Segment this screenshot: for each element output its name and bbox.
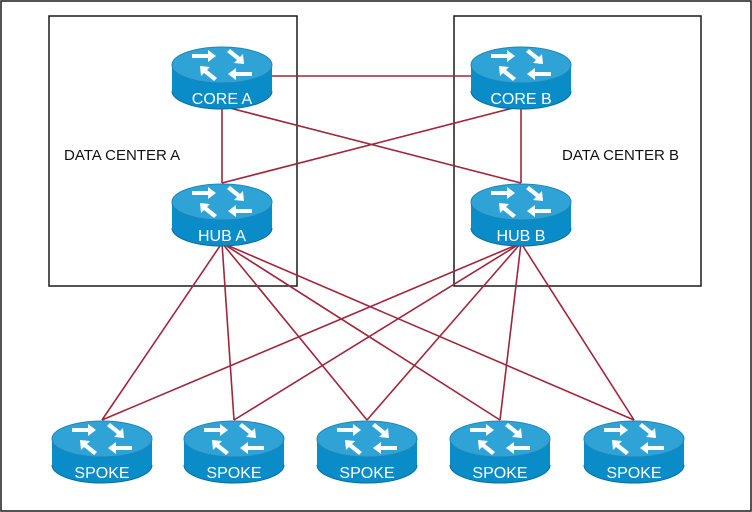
router-spoke-3: SPOKE [316, 420, 418, 484]
node-label-core-a: CORE A [192, 91, 253, 108]
links-layer [101, 75, 635, 421]
router-spoke-5: SPOKE [583, 420, 685, 484]
router-hub-a: HUB A [171, 183, 273, 247]
link-hub_b-spoke_2 [233, 242, 522, 421]
link-core_b-hub_a [221, 105, 522, 184]
link-hub_b-spoke_3 [366, 242, 522, 421]
node-label-hub-a: HUB A [198, 228, 246, 245]
router-core-a: CORE A [171, 46, 273, 110]
datacenter-b-label: DATA CENTER B [562, 147, 679, 164]
nodes-layer: CORE A CORE B HUB A HUB B SPOKE SPOKE SPOKE SPO… [51, 46, 685, 484]
router-spoke-2: SPOKE [183, 420, 285, 484]
link-hub_b-spoke_1 [101, 242, 522, 421]
node-label-core-b: CORE B [490, 91, 551, 108]
router-spoke-4: SPOKE [449, 420, 551, 484]
link-hub_a-spoke_5 [221, 242, 635, 421]
node-label-spoke-3: SPOKE [339, 465, 394, 482]
router-spoke-1: SPOKE [51, 420, 153, 484]
datacenter-b-box [453, 15, 702, 287]
link-hub_a-spoke_4 [221, 242, 501, 421]
node-label-spoke-1: SPOKE [74, 465, 129, 482]
link-hub_a-spoke_1 [101, 242, 223, 421]
link-hub_b-spoke_5 [520, 242, 635, 421]
router-hub-b: HUB B [470, 183, 572, 247]
node-label-spoke-4: SPOKE [472, 465, 527, 482]
node-label-spoke-5: SPOKE [606, 465, 661, 482]
link-hub_b-spoke_4 [499, 242, 522, 421]
datacenter-a-box [48, 15, 298, 287]
node-label-spoke-2: SPOKE [206, 465, 261, 482]
node-label-hub-b: HUB B [497, 228, 546, 245]
router-core-b: CORE B [470, 46, 572, 110]
link-hub_a-spoke_3 [221, 242, 368, 421]
datacenter-a-label: DATA CENTER A [64, 147, 180, 164]
link-hub_a-spoke_2 [221, 242, 235, 421]
